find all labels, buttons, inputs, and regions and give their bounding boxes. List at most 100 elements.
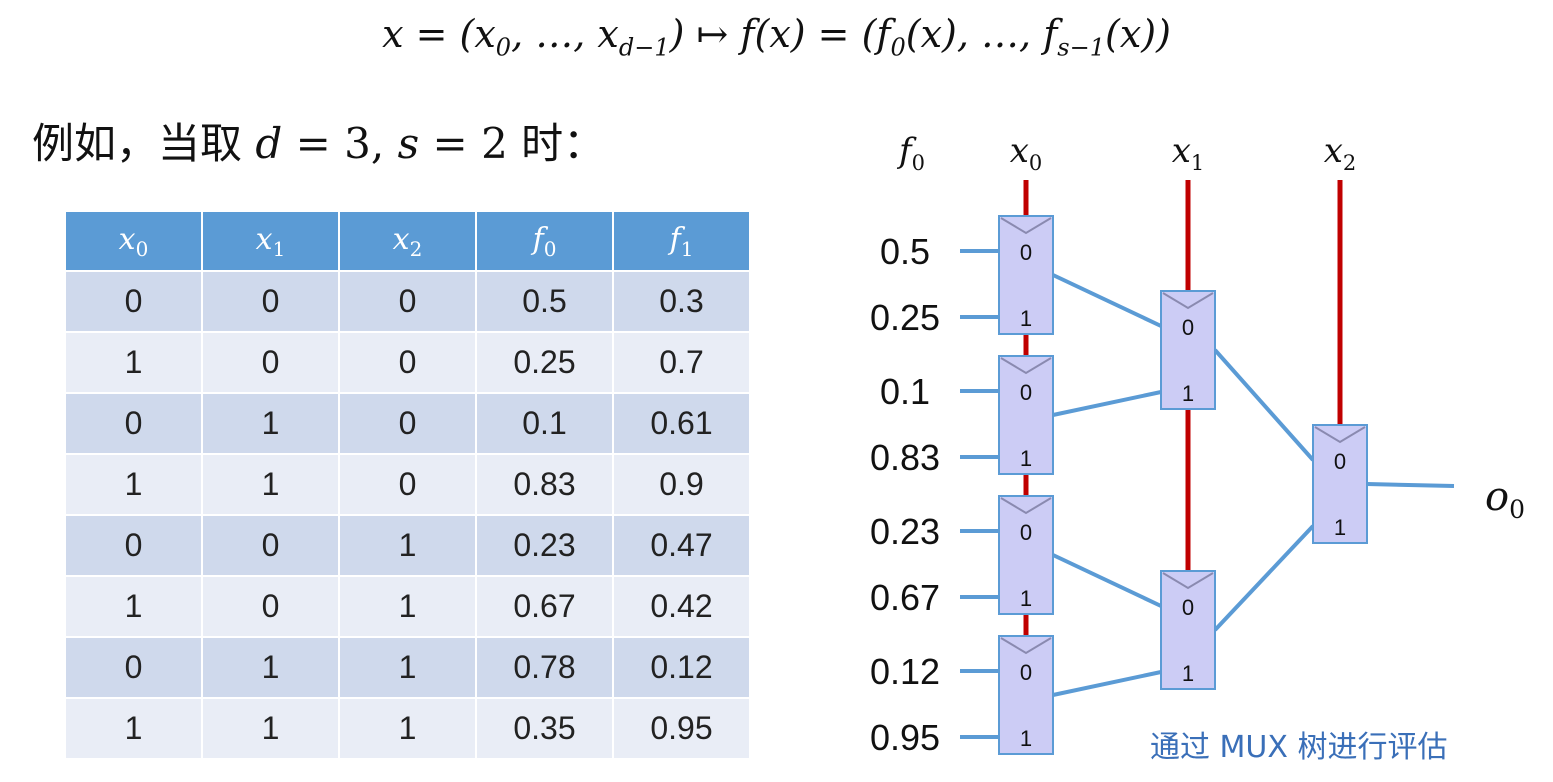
selector-label-x2-base: x: [1324, 131, 1343, 171]
mux-port-0-label: 0: [1020, 380, 1032, 405]
mux-port-1-label: 1: [1020, 446, 1032, 471]
table-cell: 0.12: [612, 636, 751, 699]
mux-port-0-label: 0: [1020, 520, 1032, 545]
table-cell: 1: [64, 697, 203, 760]
selector-label-x0-sub: 0: [1029, 151, 1042, 175]
formula-arg-3: x: [1119, 12, 1142, 56]
table-cell: 1: [338, 697, 477, 760]
selector-label-x2: x2: [1324, 131, 1357, 175]
formula-f-end-sub: s−1: [1057, 33, 1105, 62]
header-f0-base: f: [532, 221, 544, 257]
formula-x-end: x: [597, 12, 619, 56]
table-cell: 0: [338, 270, 477, 333]
f0-column-label: f0: [896, 131, 925, 175]
table-cell: 1: [64, 331, 203, 394]
formula-x-start-sub: 0: [495, 33, 512, 62]
table-cell: 0.78: [475, 636, 614, 699]
table-cell: 0: [64, 270, 203, 333]
output-label-o0: o0: [1485, 474, 1525, 524]
table-cell: 0.7: [612, 331, 751, 394]
mux-select-notch: [1162, 572, 1214, 590]
table-cell: 0.67: [475, 575, 614, 638]
table-cell: 0: [201, 575, 340, 638]
table-cell: 1: [338, 575, 477, 638]
mapping-formula: x = (x0, …, xd−1) ↦ f(x) = (f0(x), …, fs…: [382, 12, 1171, 62]
header-f0: f0: [475, 210, 614, 272]
table-cell: 1: [201, 453, 340, 516]
table-cell: 0.42: [612, 575, 751, 638]
example-s-eq: = 2: [432, 119, 508, 168]
wire-l1-1-to-l2-0: [1052, 390, 1162, 417]
table-cell: 0.47: [612, 514, 751, 577]
table-cell: 0.5: [475, 270, 614, 333]
formula-lhs-var: x: [382, 12, 404, 56]
mux-port-1-label: 1: [1334, 515, 1346, 540]
wire-l2-0-to-l3: [1213, 348, 1315, 462]
mux-select-notch: [1000, 497, 1052, 515]
mux-select-notch: [1000, 637, 1052, 655]
output-label-o0-base: o: [1485, 474, 1509, 520]
table-cell: 0.83: [475, 453, 614, 516]
table-cell: 0: [201, 331, 340, 394]
table-cell: 1: [201, 392, 340, 455]
input-value-label: 0.25: [870, 297, 940, 338]
table-cell: 1: [64, 453, 203, 516]
header-x2: x2: [338, 210, 477, 272]
header-x0: x0: [64, 210, 203, 272]
table-cell: 1: [64, 575, 203, 638]
table-cell: 1: [201, 697, 340, 760]
table-cell: 0: [338, 331, 477, 394]
selector-label-x2-sub: 2: [1343, 151, 1356, 175]
table-cell: 0.95: [612, 697, 751, 760]
wire-l1-3-to-l2-1: [1052, 670, 1162, 697]
mux-port-1-label: 1: [1020, 726, 1032, 751]
mux-port-1-label: 1: [1182, 381, 1194, 406]
header-x0-sub: 0: [135, 236, 149, 261]
mux-box: [1160, 570, 1216, 690]
mux-port-0-label: 0: [1020, 240, 1032, 265]
input-value-label: 0.1: [880, 371, 930, 412]
output-label-o0-sub: 0: [1509, 495, 1525, 524]
header-x0-base: x: [118, 221, 136, 257]
table-cell: 0.61: [612, 392, 751, 455]
table-cell: 0: [201, 514, 340, 577]
mux-select-notch: [1314, 426, 1366, 444]
mux-port-0-label: 0: [1182, 595, 1194, 620]
header-f1-sub: 1: [680, 236, 694, 261]
mux-select-notch: [1000, 357, 1052, 375]
header-f1-base: f: [669, 221, 681, 257]
header-x1: x1: [201, 210, 340, 272]
wire-l2-1-to-l3: [1213, 524, 1315, 632]
table-cell: 0.9: [612, 453, 751, 516]
mux-port-0-label: 0: [1334, 449, 1346, 474]
table-cell: 1: [201, 636, 340, 699]
output-wire: [1366, 482, 1455, 488]
header-x2-sub: 2: [409, 236, 423, 261]
input-value-label: 0.12: [870, 651, 940, 692]
selector-label-x0-base: x: [1010, 131, 1029, 171]
example-suffix: 时：: [521, 119, 606, 168]
mux-tree-caption: 通过 MUX 树进行评估: [1150, 730, 1448, 765]
example-s-var: s: [397, 119, 420, 168]
input-value-label: 0.5: [880, 231, 930, 272]
selector-label-x1-base: x: [1172, 131, 1191, 171]
table-cell: 0.3: [612, 270, 751, 333]
table-cell: 0: [201, 270, 340, 333]
header-x1-base: x: [255, 221, 273, 257]
table-cell: 0.1: [475, 392, 614, 455]
formula-f-start-sub: 0: [890, 33, 906, 62]
table-header-row: x0 x1 x2 f0 f1: [64, 210, 751, 272]
input-value-label: 0.67: [870, 577, 940, 618]
input-value-label: 0.83: [870, 437, 940, 478]
input-value-label: 0.23: [870, 511, 940, 552]
header-f1: f1: [612, 210, 751, 272]
mux-box: [998, 635, 1054, 755]
table-cell: 1: [338, 514, 477, 577]
header-x1-sub: 1: [272, 236, 286, 261]
f0-column-label-sub: 0: [912, 151, 925, 175]
